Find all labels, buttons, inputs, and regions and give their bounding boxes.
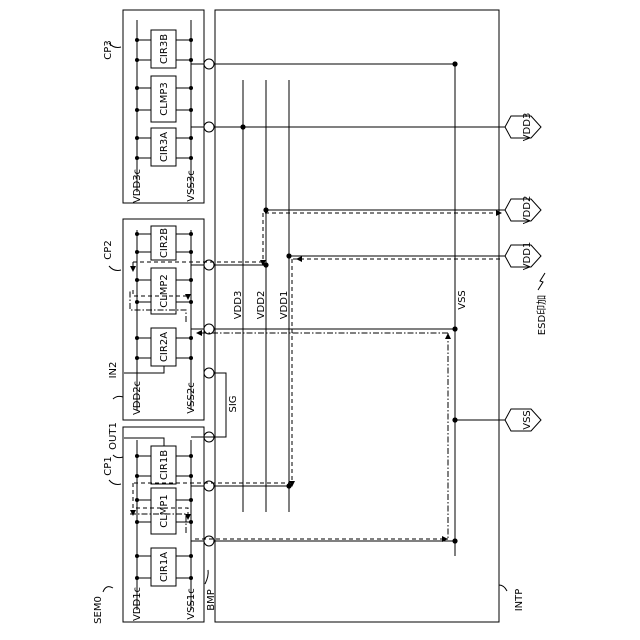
label-sig: SIG bbox=[228, 395, 239, 412]
chip-vdd-label: VDD3c bbox=[132, 169, 143, 203]
label-esd: ESD印加 bbox=[536, 295, 548, 335]
block-label: CIR3B bbox=[159, 34, 170, 64]
block-label: CIR1B bbox=[159, 450, 170, 480]
label-out1: OUT1 bbox=[108, 422, 119, 450]
terminal-vdd2: VDD2 bbox=[505, 196, 541, 225]
bumps bbox=[204, 59, 214, 546]
rail-label-vdd2: VDD2 bbox=[256, 291, 267, 320]
terminal-vdd1-label: VDD1 bbox=[522, 242, 533, 271]
chip-vss-label: VSS2c bbox=[186, 382, 197, 413]
terminal-vdd1: VDD1 bbox=[505, 242, 541, 271]
chip-vdd-label: VDD1c bbox=[132, 587, 143, 621]
block-label: CIR2A bbox=[159, 332, 170, 362]
chip-vss-label: VSS1c bbox=[186, 588, 197, 619]
terminal-vss: VSS bbox=[505, 409, 541, 431]
rail-label-vss: VSS bbox=[457, 290, 468, 310]
chip-name-cp1: CP1 bbox=[103, 456, 114, 475]
esd-path-dashed bbox=[133, 213, 500, 539]
block-label: CLMP3 bbox=[159, 82, 170, 116]
terminal-vdd2-label: VDD2 bbox=[522, 196, 533, 225]
label-bmp: BMP bbox=[206, 589, 217, 611]
block-label: CIR3A bbox=[159, 132, 170, 162]
label-sem0: SEM0 bbox=[93, 596, 104, 624]
block-label: CIR2B bbox=[159, 228, 170, 258]
chip-vdd-label: VDD2c bbox=[132, 381, 143, 415]
terminal-vdd3-label: VDD3 bbox=[522, 113, 533, 142]
lightning-icon bbox=[538, 273, 545, 290]
label-in2: IN2 bbox=[108, 362, 119, 379]
label-intp: INTP bbox=[514, 589, 525, 612]
path-arrows bbox=[130, 210, 502, 542]
rail-label-vdd1: VDD1 bbox=[279, 291, 290, 320]
chip-name-cp2: CP2 bbox=[103, 240, 114, 259]
terminal-vss-label: VSS bbox=[522, 410, 533, 430]
block-label: CLMP2 bbox=[159, 274, 170, 308]
block-label: CIR1A bbox=[159, 552, 170, 582]
terminal-vdd3: VDD3 bbox=[505, 113, 541, 142]
block-label: CLMP1 bbox=[159, 494, 170, 528]
rail-label-vdd3: VDD3 bbox=[233, 291, 244, 320]
chip-bump-links bbox=[191, 64, 204, 541]
chip-name-cp3: CP3 bbox=[103, 40, 114, 59]
chip-vss-label: VSS3c bbox=[186, 170, 197, 201]
